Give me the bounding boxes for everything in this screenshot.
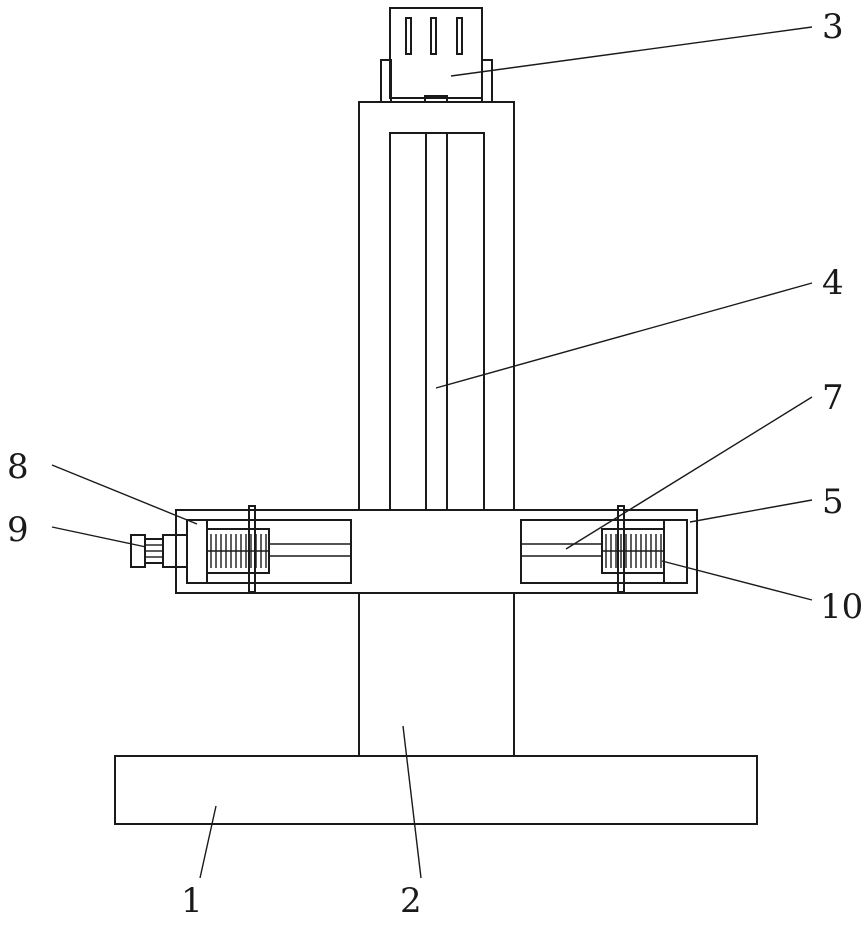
right-spring xyxy=(601,519,688,584)
base-plate xyxy=(114,755,758,825)
callout-9: 9 xyxy=(7,510,29,550)
leader-3 xyxy=(450,26,813,77)
callout-3: 3 xyxy=(822,7,844,47)
left-knob xyxy=(130,534,188,568)
leader-7 xyxy=(565,396,813,550)
leader-10 xyxy=(661,560,813,601)
callout-10: 10 xyxy=(820,587,863,627)
leader-2 xyxy=(402,725,422,879)
leader-5 xyxy=(689,499,813,523)
left-spring xyxy=(207,534,269,568)
callout-5: 5 xyxy=(822,482,844,522)
top-clamp xyxy=(380,7,493,103)
callout-labels: 1 2 3 4 5 7 8 9 10 xyxy=(7,7,863,921)
upper-post xyxy=(358,101,515,511)
leader-9 xyxy=(51,526,147,548)
leader-8 xyxy=(51,464,198,525)
leader-lines xyxy=(51,26,813,879)
leader-1 xyxy=(199,805,217,879)
callout-2: 2 xyxy=(400,881,422,921)
callout-8: 8 xyxy=(7,447,29,487)
callout-1: 1 xyxy=(181,881,203,921)
leader-4 xyxy=(435,282,813,389)
lower-column xyxy=(358,593,515,756)
callout-4: 4 xyxy=(822,263,844,303)
callout-7: 7 xyxy=(822,378,844,418)
crossbar xyxy=(175,505,698,594)
